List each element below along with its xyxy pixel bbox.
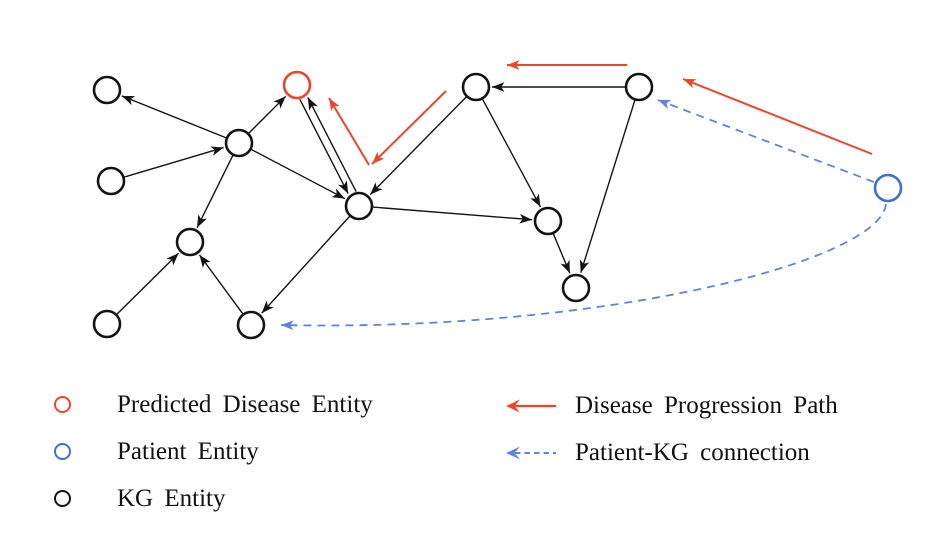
kg-entity-node-a <box>92 75 122 105</box>
kg-entity-node-d <box>175 227 205 257</box>
patient-entity-node <box>873 173 903 203</box>
kg-edge-f-h <box>482 99 542 208</box>
kg-entity-node-i <box>561 273 591 303</box>
patient-circle-icon <box>54 443 71 460</box>
kg-entity-node-f <box>461 72 491 102</box>
patient-kg-connection-2 <box>280 203 887 331</box>
kg-circle-icon <box>54 490 71 507</box>
legend-label-disease-progression: Disease Progression Path <box>575 392 838 419</box>
kg-entity-node-j <box>236 310 266 340</box>
kg-edge-j-d <box>198 254 244 315</box>
red-arrow-icon <box>506 399 556 412</box>
predicted-disease-entity-node <box>282 70 312 100</box>
kg-entity-node-b <box>96 166 126 196</box>
kg-entity-node-e <box>344 191 374 221</box>
legend-edges: Disease Progression Path Patient-KG conn… <box>504 382 838 476</box>
disease-progression-arrow-4 <box>328 97 370 166</box>
kg-entity-node-k <box>92 309 122 339</box>
legend-label-patient-kg: Patient-KG connection <box>575 439 810 466</box>
legend-item-predicted-disease-entity: Predicted Disease Entity <box>48 381 373 428</box>
kg-edge-h-i <box>552 233 571 274</box>
legend-item-patient-kg-connection: Patient-KG connection <box>504 429 838 476</box>
predicted-disease-circle-icon <box>54 396 71 413</box>
kg-edge-g-i <box>579 100 636 273</box>
legend-label-kg: KG Entity <box>117 485 226 512</box>
kg-edge-c-d <box>196 155 234 228</box>
legend-entities: Predicted Disease Entity Patient Entity … <box>48 381 373 522</box>
legend-label-patient: Patient Entity <box>117 438 259 465</box>
disease-progression-arrow-3 <box>371 90 447 165</box>
kg-entity-node-g <box>624 72 654 102</box>
legend-item-disease-progression-path: Disease Progression Path <box>504 382 838 429</box>
kg-edge-c-e <box>251 148 346 200</box>
legend-item-patient-entity: Patient Entity <box>48 428 373 475</box>
kg-edge-c-r <box>248 95 287 134</box>
kg-edge-b-c <box>124 146 224 178</box>
legend-label-predicted-disease: Predicted Disease Entity <box>117 391 373 418</box>
kg-edge-e-h <box>372 206 533 224</box>
kg-edge-e-r <box>307 97 357 193</box>
patient-kg-connection-1 <box>657 99 875 183</box>
blue-dashed-arrow-icon <box>506 446 556 459</box>
kg-edge-c-a <box>121 95 227 139</box>
legend-item-kg-entity: KG Entity <box>48 475 373 522</box>
disease-progression-arrow-1 <box>682 78 873 155</box>
kg-edge-r-e <box>299 98 349 194</box>
kg-edge-f-e <box>369 96 467 196</box>
kg-edge-k-d <box>116 252 180 315</box>
kg-entity-node-c <box>224 128 254 158</box>
kg-entity-node-h <box>533 206 563 236</box>
kg-edge-e-j <box>261 215 351 314</box>
